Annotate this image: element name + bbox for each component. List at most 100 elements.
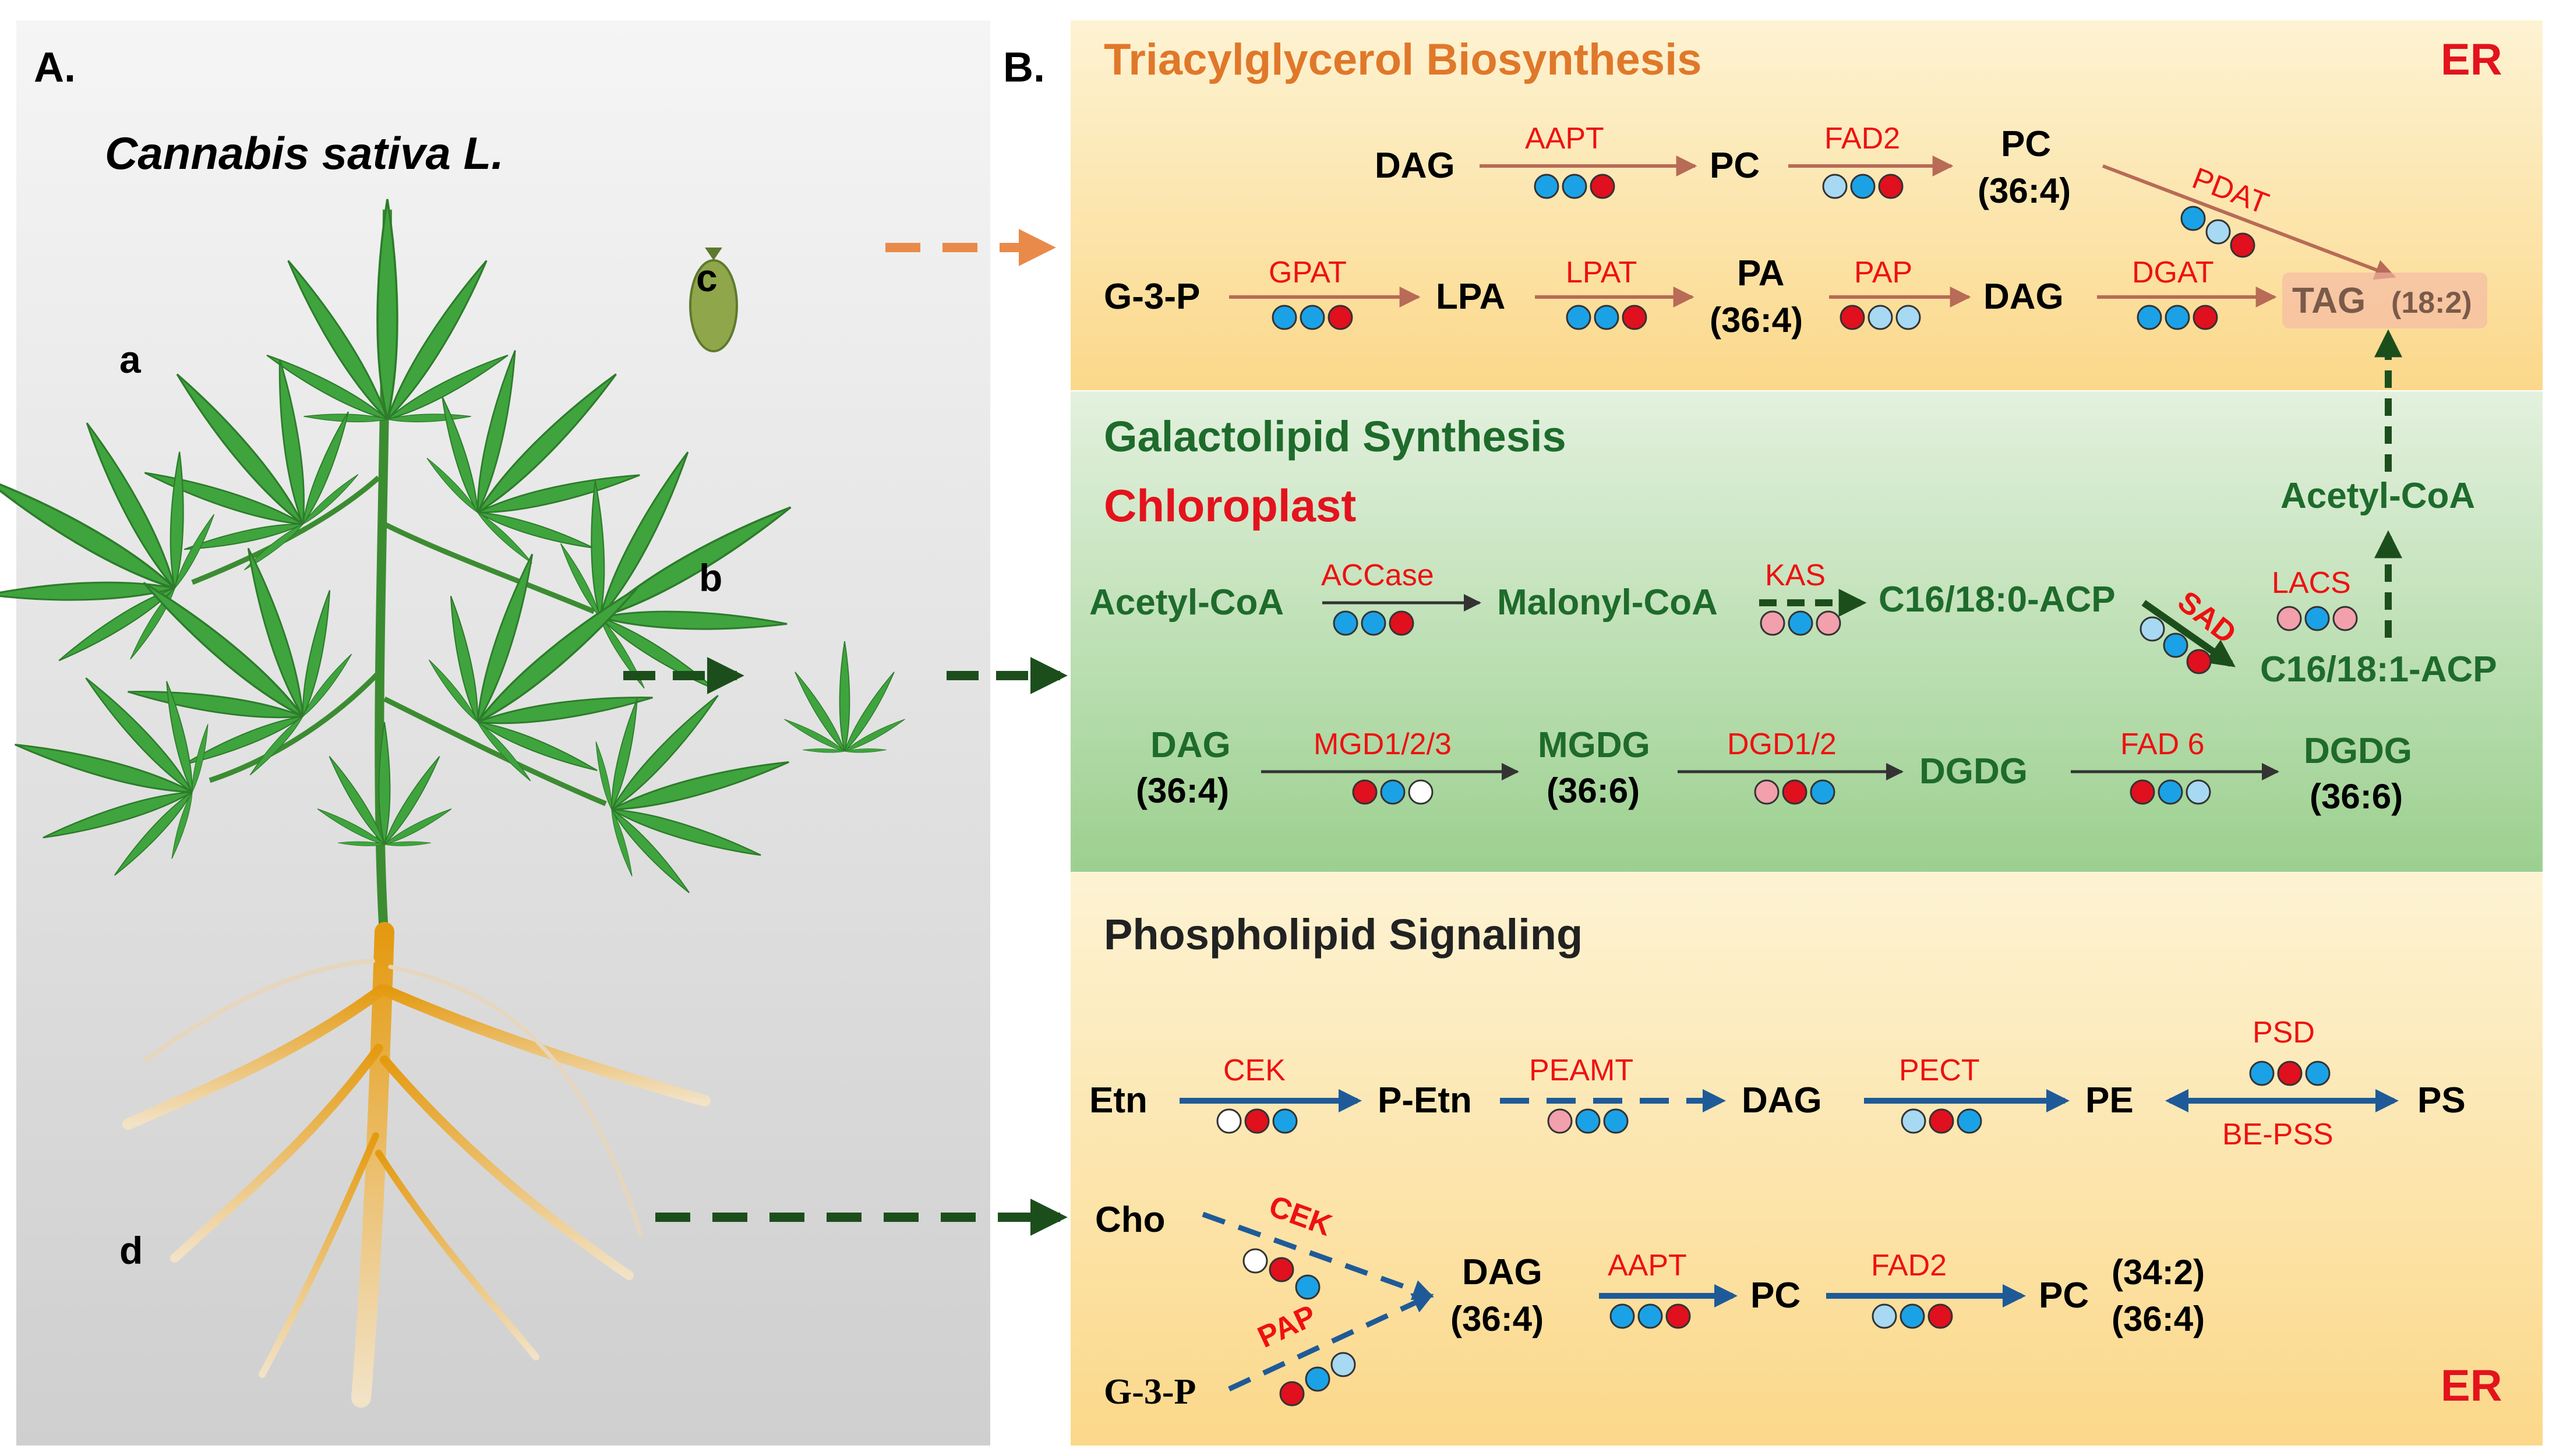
node-tag-species: (18:2) [2391,286,2472,320]
expression-dots-dgat [2137,305,2218,330]
enzyme-dgat: DGAT [2132,256,2214,289]
expression-dots-lacs [2276,606,2358,631]
galactolipid-section: Galactolipid Synthesis Chloroplast Acety… [1089,329,2497,816]
enzyme-pap: PAP [1854,256,1912,289]
node-pc2-species-34-2: (34:2) [2112,1253,2205,1292]
node-pa: PA [1737,253,1785,294]
node-dgdg-36-6-species: (36:6) [2310,777,2403,816]
expression-dots-pap-g3p [1279,1352,1356,1406]
tissue-label-d: d [119,1229,143,1272]
node-tag: TAG [2292,281,2366,321]
expression-dots-pdat [2180,206,2255,258]
node-dag: DAG [1375,146,1455,186]
node-acetyl-coa: Acetyl-CoA [1089,582,1284,623]
expression-dots-aapt-phos [1609,1303,1691,1329]
node-dgdg: DGDG [1919,751,2028,791]
species-name: Cannabis sativa L. [105,128,504,179]
expression-dots-kas [1760,610,1841,636]
arrow-pc-tag-pdat [2102,164,2396,280]
expression-dots-pap [1840,305,1921,330]
expression-dots-lpat [1566,305,1647,330]
panel-b-label: B. [1003,44,1045,91]
tissue-label-b: b [699,556,722,599]
enzyme-aapt-phos: AAPT [1608,1249,1687,1282]
node-mgdg: MGDG [1538,725,1650,765]
node-etn: Etn [1089,1080,1148,1121]
node-dag-row2: DAG [1983,277,2064,317]
node-c16-18-0-acp: C16/18:0-ACP [1879,579,2116,620]
enzyme-dgd: DGD1/2 [1727,727,1837,761]
node-pc: PC [1710,146,1760,186]
node-pe: PE [2085,1080,2134,1121]
node-pa-species: (36:4) [1710,301,1803,340]
expression-dots-fad6 [2130,779,2211,805]
enzyme-cek: CEK [1223,1054,1286,1087]
node-dag-gal-species: (36:4) [1136,771,1229,810]
node-dgdg-36-6: DGDG [2304,731,2412,771]
panel-a-label: A. [34,44,76,91]
expression-dots-fad2 [1822,174,1904,199]
node-lpa: LPA [1436,277,1505,317]
node-pc2-species-36-4: (36:4) [2112,1299,2205,1338]
expression-dots-mgd [1352,779,1434,805]
enzyme-pect: PECT [1899,1054,1980,1087]
tag-compartment-label: ER [2441,35,2502,84]
root-illustration [122,922,711,1408]
node-pc-36-4: PC [2001,124,2051,164]
expression-dots-gpat [1272,305,1353,330]
enzyme-fad2: FAD2 [1824,122,1900,156]
node-dag-36-4: DAG [1462,1252,1542,1292]
arrow-c16-0-c16-1 [2141,600,2236,667]
panel-a: A. Cannabis sativa L. [0,20,990,1446]
node-dag-gal: DAG [1150,725,1231,765]
node-cho: Cho [1095,1200,1166,1240]
enzyme-aapt: AAPT [1525,122,1604,156]
expression-dots-fad2-phos [1872,1303,1953,1329]
expression-dots-accase [1333,610,1414,636]
enzyme-kas: KAS [1765,559,1826,592]
phospholipid-section: Phospholipid Signaling ER Etn P-Etn DAG … [1089,910,2502,1412]
node-g3p: G-3-P [1104,277,1200,317]
expression-dots-pect [1901,1108,1982,1134]
expression-dots-psd [2249,1061,2331,1086]
enzyme-accase: ACCase [1321,559,1434,592]
cannabis-plant-illustration [0,199,852,944]
enzyme-peamt: PEAMT [1529,1054,1633,1087]
arrow-cho-dag [1202,1211,1434,1300]
node-pc2: PC [2039,1275,2089,1316]
node-mgdg-species: (36:6) [1547,771,1640,810]
node-acetyl-coa-right: Acetyl-CoA [2280,476,2475,516]
node-pc1: PC [1750,1275,1801,1316]
expression-dots-sad [2140,616,2212,674]
node-c16-18-1-acp: C16/18:1-ACP [2260,649,2497,690]
expression-dots-dgd [1754,779,1835,805]
tissue-label-c: c [696,256,718,299]
enzyme-be-pss: BE-PSS [2222,1118,2333,1151]
enzyme-lpat: LPAT [1566,256,1637,289]
enzyme-gpat: GPAT [1269,256,1347,289]
node-ps: PS [2417,1080,2466,1121]
node-pc-36-4-species: (36:4) [1978,171,2071,210]
tag-section-title: Triacylglycerol Biosynthesis [1104,35,1701,84]
enzyme-fad2-phos: FAD2 [1871,1249,1947,1282]
expression-dots-aapt [1534,174,1615,199]
expression-dots-peamt [1547,1108,1629,1134]
enzyme-mgd: MGD1/2/3 [1314,727,1452,761]
enzyme-fad6: FAD 6 [2120,727,2205,761]
node-g3p-phos: G-3-P [1104,1372,1196,1412]
chloroplast-label: Chloroplast [1104,480,1356,531]
galactolipid-section-title: Galactolipid Synthesis [1104,412,1566,461]
tag-highlight [2282,273,2487,328]
expression-dots-cek-cho [1242,1248,1321,1300]
expression-dots-cek [1216,1108,1298,1134]
enzyme-psd: PSD [2253,1016,2315,1049]
node-p-etn: P-Etn [1378,1080,1472,1121]
seed-tip [705,248,722,260]
node-dag-phos: DAG [1742,1080,1822,1121]
node-dag-36-4-species: (36:4) [1450,1299,1544,1338]
phospholipid-compartment-label: ER [2441,1361,2502,1411]
phospholipid-section-title: Phospholipid Signaling [1104,910,1583,959]
tag-section: Triacylglycerol Biosynthesis ER DAG PC P… [1104,35,2502,340]
